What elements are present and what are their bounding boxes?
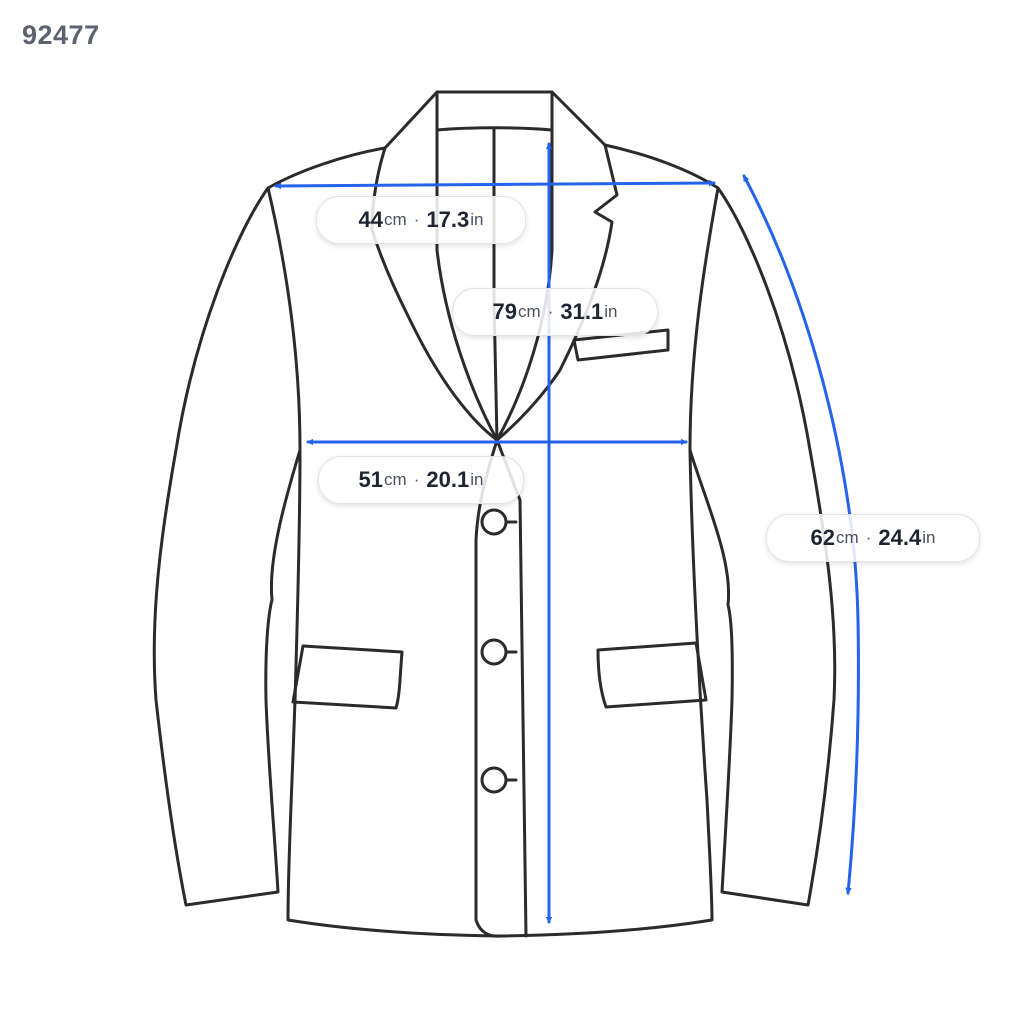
measurement-arrows [274, 142, 860, 924]
product-id: 92477 [22, 20, 100, 50]
shoulder-arrow [274, 179, 716, 190]
sleeve-arrow [742, 174, 860, 895]
left-sleeve [152, 186, 303, 907]
button-3 [480, 766, 518, 794]
button-1 [480, 508, 518, 536]
button-2 [480, 638, 518, 666]
